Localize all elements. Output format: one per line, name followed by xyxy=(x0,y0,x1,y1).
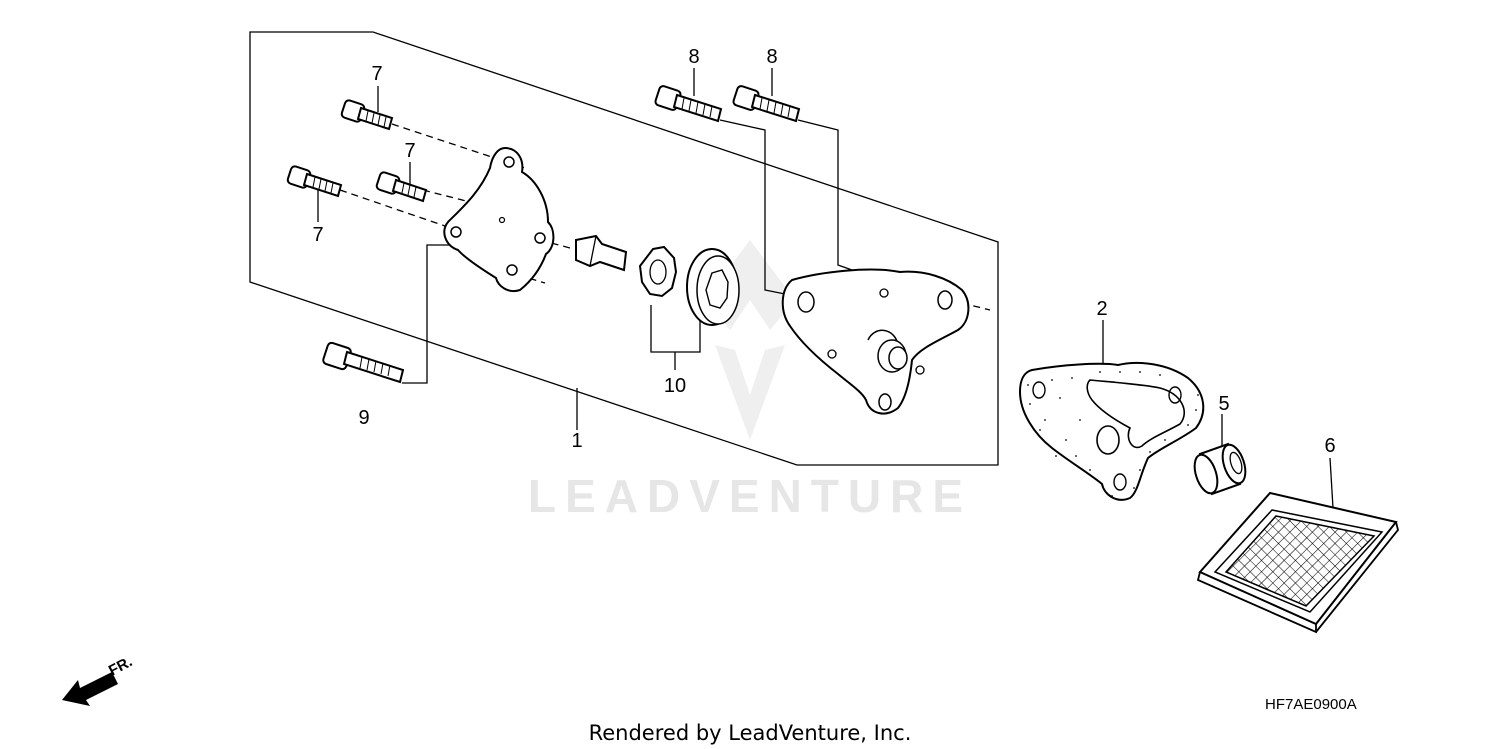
callout-2: 2 xyxy=(1096,298,1107,320)
callout-1: 1 xyxy=(571,430,582,452)
drive-shaft xyxy=(575,234,628,272)
bolt-7-left xyxy=(286,165,343,198)
bolt-8-right xyxy=(732,85,801,123)
bolt-7-top xyxy=(340,99,394,131)
callout-8-right: 8 xyxy=(766,46,777,68)
diagram-code: HF7AE0900A xyxy=(1265,696,1357,713)
pump-body xyxy=(781,268,970,415)
assembly-1-outline xyxy=(249,31,999,466)
callout-7-top: 7 xyxy=(371,63,382,85)
callout-8-left: 8 xyxy=(688,46,699,68)
bolt-9 xyxy=(322,341,405,384)
callout-5: 5 xyxy=(1218,393,1229,415)
leadventure-watermark: LEADVENTURE xyxy=(528,240,972,522)
collar xyxy=(1193,442,1247,496)
front-direction-arrow: FR. xyxy=(62,653,135,706)
gasket xyxy=(1018,362,1205,501)
callout-7-left: 7 xyxy=(312,224,323,246)
oil-strainer-screen xyxy=(1196,491,1399,634)
callout-7-middle: 7 xyxy=(404,140,415,162)
inner-rotor xyxy=(638,245,678,298)
outer-rotor xyxy=(686,248,740,326)
callout-6: 6 xyxy=(1324,435,1335,457)
bolt-7-middle xyxy=(375,171,428,203)
callout-10: 10 xyxy=(664,375,686,397)
bolt-8-left xyxy=(654,85,723,123)
pump-cover-plate xyxy=(443,146,555,292)
watermark-text: LEADVENTURE xyxy=(528,470,972,522)
footer-credit: Rendered by LeadVenture, Inc. xyxy=(589,721,912,745)
callout-9: 9 xyxy=(358,407,369,429)
